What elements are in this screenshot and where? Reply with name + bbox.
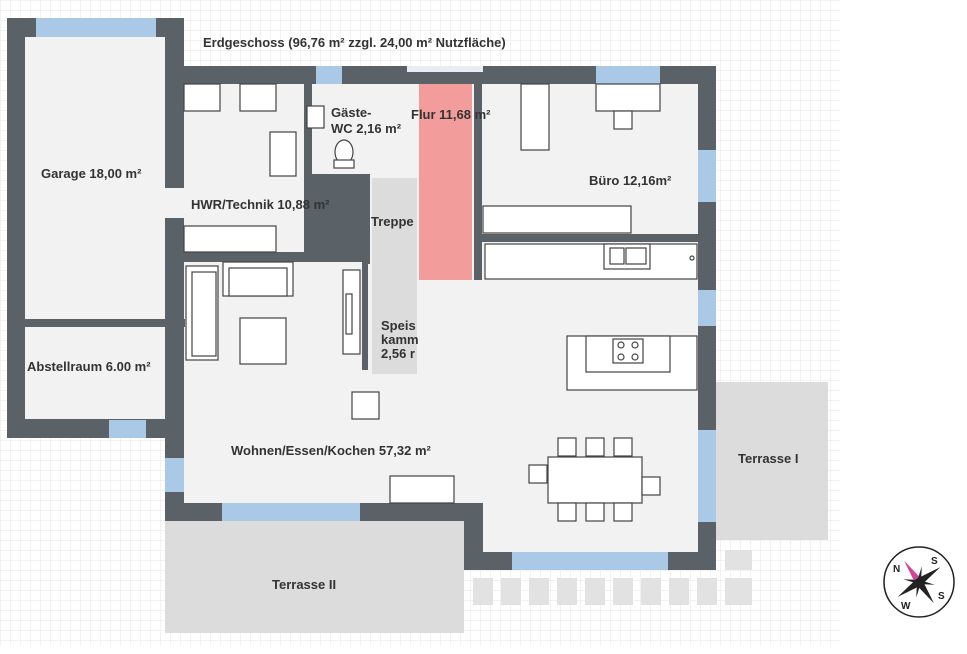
compass-icon: N S W S	[883, 546, 955, 618]
stair	[372, 178, 417, 374]
label-speis-1: Speis	[381, 318, 416, 333]
label-speis-2: kamm	[381, 332, 419, 347]
label-gaeste-wc-2: WC 2,16 m²	[331, 121, 402, 136]
terrace-tiles	[473, 550, 752, 605]
label-terrasse-2: Terrasse II	[272, 577, 336, 592]
flur-highlight	[419, 84, 472, 280]
furniture	[183, 83, 698, 522]
label-terrasse-1: Terrasse I	[738, 451, 798, 466]
label-flur: Flur 11,68 m²	[411, 107, 491, 122]
windows	[36, 18, 716, 570]
compass-n: N	[893, 564, 900, 575]
compass-w: W	[901, 601, 911, 612]
label-wohnen: Wohnen/Essen/Kochen 57,32 m²	[231, 443, 432, 458]
terrace-1	[716, 382, 828, 540]
label-hwr: HWR/Technik 10,88 m²	[191, 197, 330, 212]
terrace-2	[165, 521, 464, 633]
label-abstellraum: Abstellraum 6.00 m²	[27, 359, 151, 374]
label-garage: Garage 18,00 m²	[41, 166, 142, 181]
label-gaeste-wc-1: Gäste-	[331, 105, 371, 120]
compass-s: S	[938, 591, 945, 602]
plan-title: Erdgeschoss (96,76 m² zzgl. 24,00 m² Nut…	[203, 35, 506, 50]
compass-e: S	[931, 556, 938, 567]
label-speis-3: 2,56 r	[381, 346, 415, 361]
label-treppe: Treppe	[371, 214, 414, 229]
label-buero: Büro 12,16m²	[589, 173, 672, 188]
